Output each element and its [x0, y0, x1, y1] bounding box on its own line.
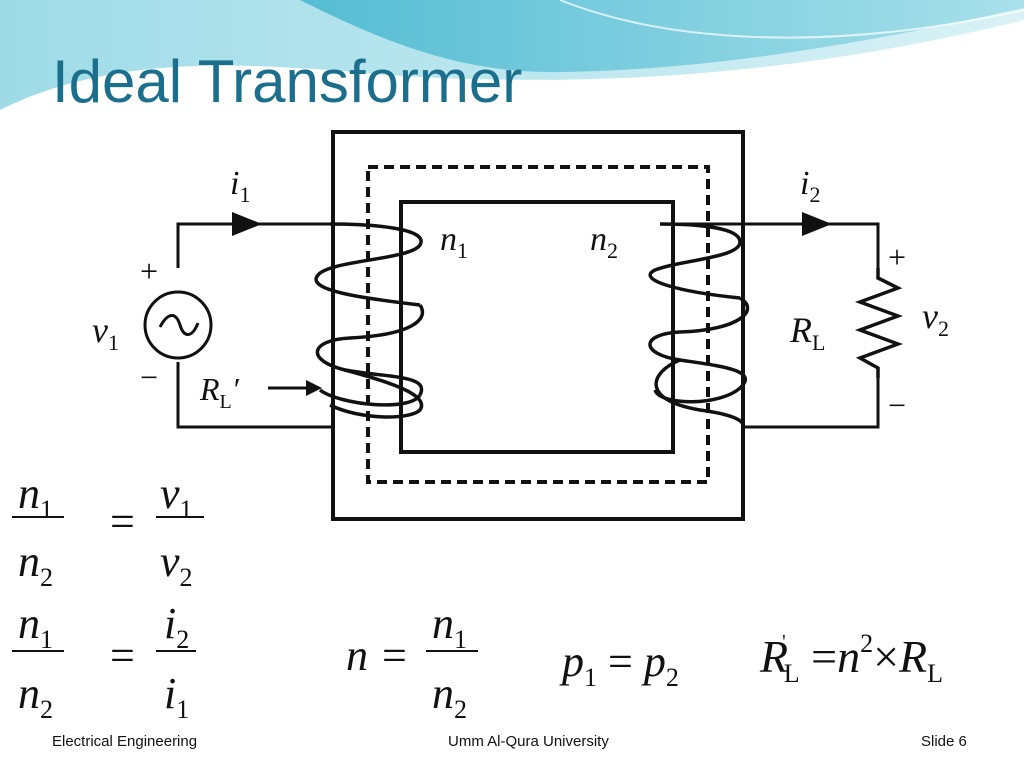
eq1-equals: = — [110, 497, 135, 546]
footer-department: Electrical Engineering — [52, 733, 198, 750]
rl-prime-arrow-icon — [306, 380, 322, 396]
eq2-rfrac-line — [156, 650, 196, 652]
eq2-rden: i1 — [164, 669, 190, 724]
eq2-den: n2 — [18, 669, 53, 724]
eq2-num: n1 — [18, 599, 53, 654]
eq3-frac-line — [426, 650, 478, 652]
v2-plus-sign: + — [888, 239, 906, 275]
v2-minus-sign: − — [888, 387, 906, 423]
label-i2: i2 — [800, 165, 820, 207]
eq1-rfrac-line — [156, 516, 204, 518]
equation-power-balance: p1 = p2 — [562, 637, 679, 692]
label-v1: v1 — [92, 310, 119, 355]
i1-arrow-icon — [232, 212, 262, 236]
equation-referred-resistance: R'L =n2×RL — [760, 629, 944, 688]
label-i1: i1 — [230, 165, 250, 207]
eq2-frac-line — [12, 650, 64, 652]
eq3-num: n1 — [432, 599, 467, 654]
label-v2: v2 — [922, 296, 949, 341]
resistor-rl-icon — [854, 268, 904, 378]
secondary-coil — [648, 222, 750, 428]
v1-minus-sign: − — [140, 359, 158, 395]
eq3-equals: = — [382, 631, 407, 680]
eq1-den: n2 — [18, 537, 53, 592]
v1-plus-sign: + — [140, 253, 158, 289]
transformer-circuit-diagram: i1 i2 n1 n2 v1 v2 RL′ RL + − + − — [92, 130, 949, 521]
label-n1: n1 — [440, 221, 468, 263]
secondary-top-wire — [660, 222, 880, 268]
core-outer — [331, 130, 745, 521]
footer-university: Umm Al-Qura University — [448, 733, 609, 750]
eq3-lhs: n — [346, 631, 368, 680]
eq3-den: n2 — [432, 669, 467, 724]
secondary-bottom-wire — [743, 378, 880, 429]
eq2-equals: = — [110, 631, 135, 680]
header-wave-banner — [0, 0, 1024, 114]
slide-footer: Electrical Engineering Umm Al-Qura Unive… — [0, 733, 1024, 755]
label-rl: RL — [789, 310, 825, 355]
label-n2: n2 — [590, 221, 618, 263]
eq1-rden: v2 — [160, 537, 193, 592]
primary-coil — [314, 222, 425, 419]
eq1-rnum: v1 — [160, 469, 193, 524]
ac-source-icon — [143, 290, 213, 360]
primary-top-wire — [176, 222, 330, 268]
i2-arrow-icon — [802, 212, 832, 236]
footer-slide-number: Slide 6 — [921, 733, 967, 750]
flux-path-dashed — [366, 165, 710, 484]
primary-bottom-wire — [176, 362, 333, 429]
slide-title: Ideal Transformer — [52, 48, 523, 115]
label-rl-prime: RL′ — [199, 371, 240, 413]
eq1-frac-line — [12, 516, 64, 518]
eq1-num: n1 — [18, 469, 53, 524]
core-inner — [399, 200, 675, 454]
eq2-rnum: i2 — [164, 599, 190, 654]
